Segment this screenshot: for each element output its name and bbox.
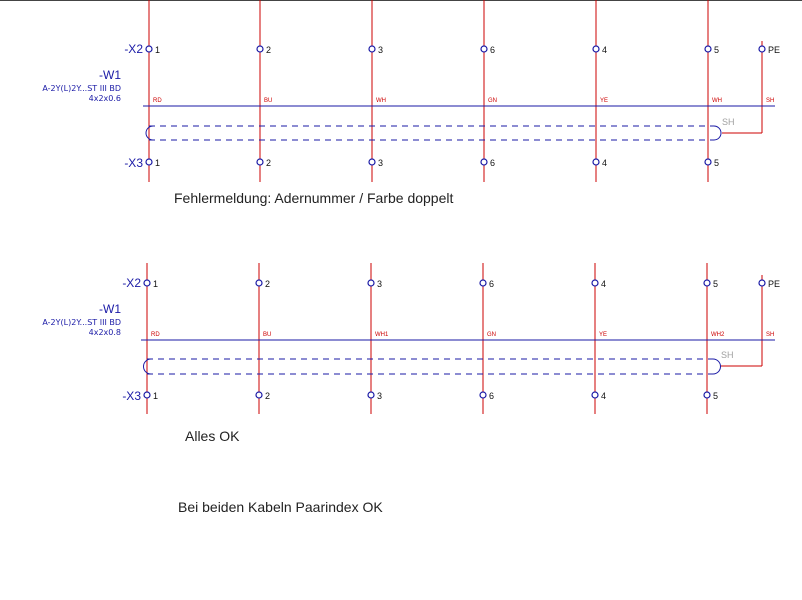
d1-color-code-5: YE xyxy=(600,98,608,104)
diagram-1-caption: Fehlermeldung: Adernummer / Farbe doppel… xyxy=(174,190,454,206)
d1-top-number-2: 2 xyxy=(266,45,271,55)
d1-top-number-4: 6 xyxy=(490,45,495,55)
d1-bottom-number-3: 3 xyxy=(378,158,383,168)
d1-bottom-number-5: 4 xyxy=(602,158,607,168)
d2-bottom-number-2: 2 xyxy=(265,391,270,401)
d1-bottom-number-2: 2 xyxy=(266,158,271,168)
d2-pe-label: PE xyxy=(768,279,780,289)
d2-color-code-5: YE xyxy=(599,332,607,338)
d2-terminal-top-3 xyxy=(367,279,375,287)
d1-terminal-top-6 xyxy=(704,45,712,53)
d1-terminal-top-4 xyxy=(480,45,488,53)
d1-pe-terminal xyxy=(758,45,766,53)
d1-shield-arc-left xyxy=(145,125,154,141)
d1-cable-cross-section: 4x2x0.6 xyxy=(89,94,121,103)
d2-top-number-3: 3 xyxy=(377,279,382,289)
diagram-2-caption: Alles OK xyxy=(185,428,240,444)
d2-terminal-bottom-3 xyxy=(367,391,375,399)
d1-terminal-top-1 xyxy=(145,45,153,53)
d1-terminal-bottom-1 xyxy=(145,158,153,166)
d1-shield-code: SH xyxy=(766,98,774,104)
d2-terminal-bottom-1 xyxy=(143,391,151,399)
d2-x2-tag: -X2 xyxy=(122,276,141,290)
d2-bottom-number-4: 6 xyxy=(489,391,494,401)
d1-top-number-1: 1 xyxy=(155,45,160,55)
d2-cable-tag: -W1 xyxy=(99,302,121,316)
d2-top-number-6: 5 xyxy=(713,279,718,289)
d2-color-code-6: WH2 xyxy=(711,332,725,338)
d1-top-number-6: 5 xyxy=(714,45,719,55)
d2-bottom-number-5: 4 xyxy=(601,391,606,401)
d2-shield-arc-right xyxy=(712,358,721,375)
d1-terminal-bottom-2 xyxy=(256,158,264,166)
d1-shield-arc-right xyxy=(713,125,722,141)
d1-color-code-2: BU xyxy=(264,98,272,104)
d1-pe-label: PE xyxy=(768,45,780,55)
d2-terminal-bottom-5 xyxy=(591,391,599,399)
d1-x3-tag: -X3 xyxy=(124,156,143,170)
d1-terminal-bottom-4 xyxy=(480,158,488,166)
d2-bottom-number-6: 5 xyxy=(713,391,718,401)
d1-color-code-3: WH xyxy=(376,98,386,104)
d2-terminal-top-4 xyxy=(479,279,487,287)
d2-terminal-top-5 xyxy=(591,279,599,287)
d2-terminal-bottom-4 xyxy=(479,391,487,399)
d1-terminal-top-5 xyxy=(592,45,600,53)
d2-terminal-top-6 xyxy=(703,279,711,287)
d2-color-code-3: WH1 xyxy=(375,332,389,338)
d2-terminal-top-1 xyxy=(143,279,151,287)
d1-top-number-5: 4 xyxy=(602,45,607,55)
d1-terminal-top-3 xyxy=(368,45,376,53)
d2-shield-arc-left xyxy=(143,358,152,375)
d1-x2-tag: -X2 xyxy=(124,42,143,56)
d1-color-code-6: WH xyxy=(712,98,722,104)
d1-top-number-3: 3 xyxy=(378,45,383,55)
footer-caption: Bei beiden Kabeln Paarindex OK xyxy=(178,499,383,515)
d1-shield-label: SH xyxy=(722,117,735,127)
d2-top-number-4: 6 xyxy=(489,279,494,289)
d2-color-code-1: RD xyxy=(151,332,160,338)
d1-terminal-top-2 xyxy=(256,45,264,53)
d1-bottom-number-6: 5 xyxy=(714,158,719,168)
d2-x3-tag: -X3 xyxy=(122,389,141,403)
d1-cable-tag: -W1 xyxy=(99,68,121,82)
d2-cable-cross-section: 4x2x0.8 xyxy=(89,328,121,337)
d2-terminal-bottom-2 xyxy=(255,391,263,399)
d2-color-code-2: BU xyxy=(263,332,271,338)
top-border-line xyxy=(0,0,802,1)
d1-bottom-number-1: 1 xyxy=(155,158,160,168)
d2-bottom-number-1: 1 xyxy=(153,391,158,401)
d2-top-number-5: 4 xyxy=(601,279,606,289)
d1-bottom-number-4: 6 xyxy=(490,158,495,168)
d2-bottom-number-3: 3 xyxy=(377,391,382,401)
d1-terminal-bottom-6 xyxy=(704,158,712,166)
d2-top-number-2: 2 xyxy=(265,279,270,289)
d2-terminal-bottom-6 xyxy=(703,391,711,399)
d2-pe-terminal xyxy=(758,279,766,287)
d2-top-number-1: 1 xyxy=(153,279,158,289)
d2-cable-type: A-2Y(L)2Y...ST III BD xyxy=(42,318,121,327)
d2-shield-code: SH xyxy=(766,332,774,338)
d2-terminal-top-2 xyxy=(255,279,263,287)
d1-color-code-1: RD xyxy=(153,98,162,104)
d1-cable-type: A-2Y(L)2Y...ST III BD xyxy=(42,84,121,93)
d2-color-code-4: GN xyxy=(487,332,496,338)
d1-terminal-bottom-3 xyxy=(368,158,376,166)
d1-color-code-4: GN xyxy=(488,98,497,104)
d1-terminal-bottom-5 xyxy=(592,158,600,166)
d2-shield-label: SH xyxy=(721,350,734,360)
